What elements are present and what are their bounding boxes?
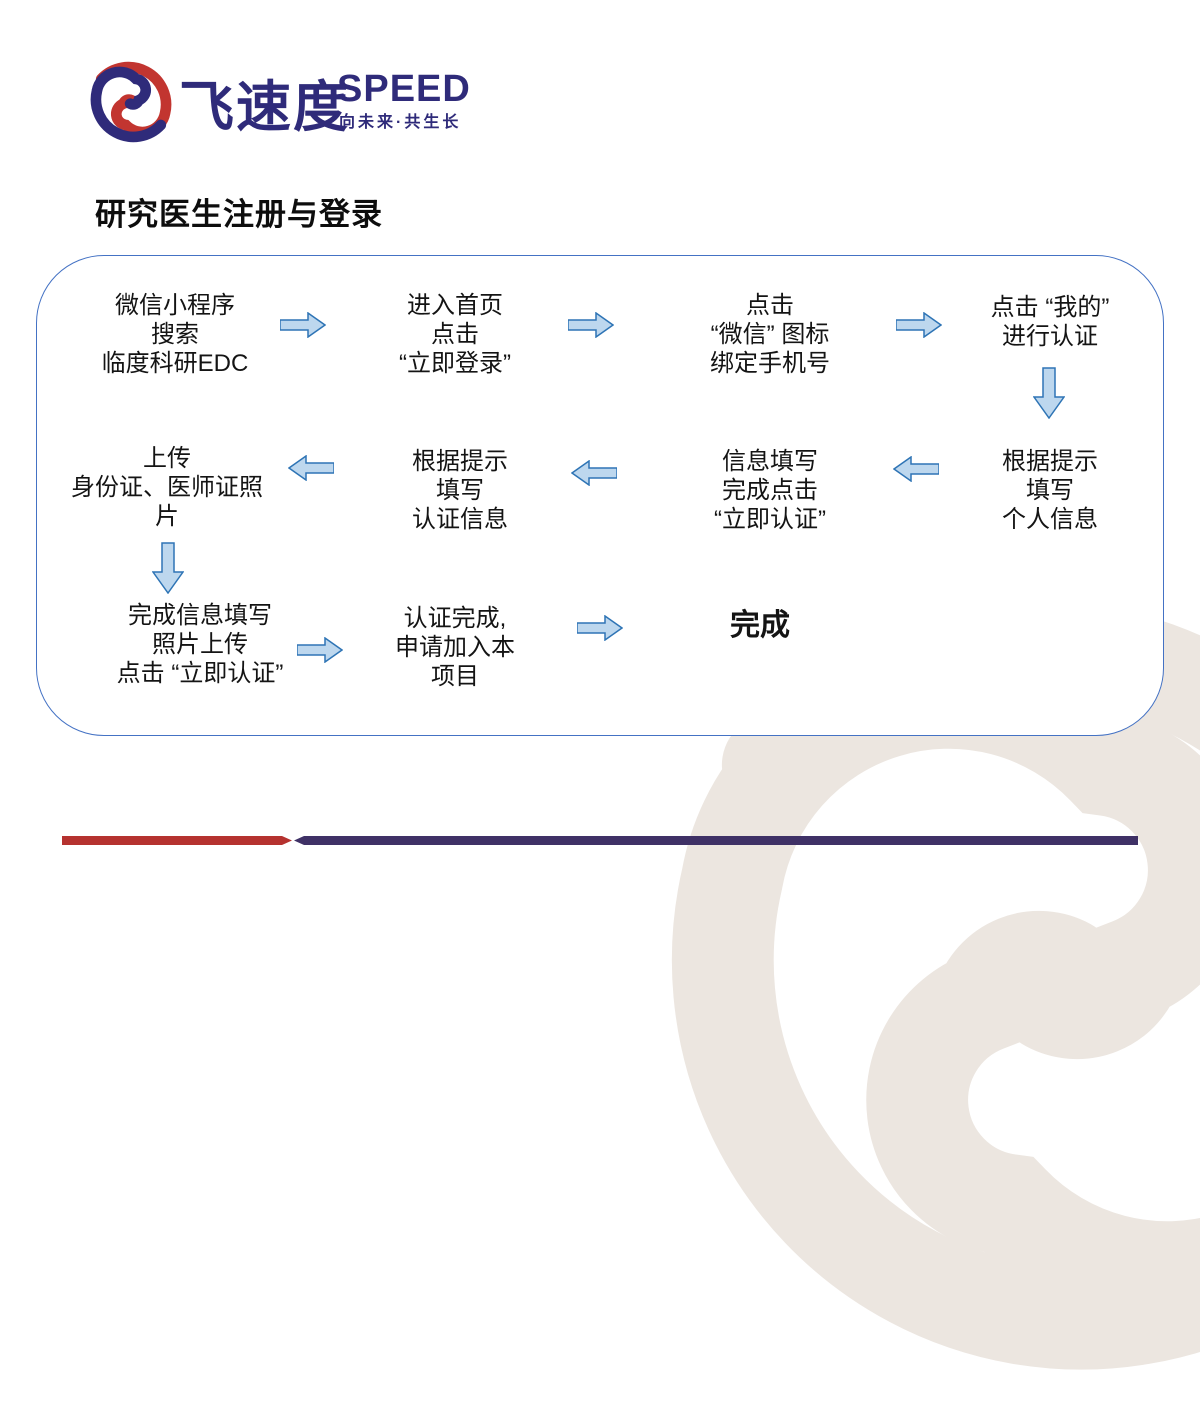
footer-bar-purple	[294, 836, 1138, 845]
flow-step-done: 完成	[730, 609, 790, 642]
flow-step-fill-verify-info: 根据提示 填写 认证信息	[412, 448, 508, 533]
arrow-right-icon	[568, 312, 614, 338]
flow-step-search-miniprogram: 微信小程序 搜索 临度科研EDC	[101, 292, 249, 377]
arrow-right-icon	[896, 312, 942, 338]
flow-step-finish-upload-click-verify: 完成信息填写 照片上传 点击 “立即认证”	[116, 602, 284, 687]
brand-swirl-icon	[90, 61, 172, 143]
arrow-right-icon	[297, 637, 343, 663]
flow-step-verify-done-apply-join: 认证完成, 申请加入本 项目	[395, 605, 515, 690]
brand-tagline: 向未来·共生长	[339, 114, 462, 131]
arrow-down-icon	[152, 542, 184, 594]
page-title: 研究医生注册与登录	[95, 196, 383, 232]
arrow-left-icon	[288, 455, 334, 481]
arrow-down-icon	[1033, 367, 1065, 419]
arrow-right-icon	[577, 615, 623, 641]
footer-bar-red	[62, 836, 292, 845]
arrow-left-icon	[571, 460, 617, 486]
flow-step-homepage-login: 进入首页 点击 “立即登录”	[399, 292, 511, 377]
flow-step-upload-id-photos: 上传 身份证、医师证照 片	[71, 445, 263, 530]
brand-name-cn: 飞速度	[179, 76, 351, 138]
flow-step-info-complete-verify-now: 信息填写 完成点击 “立即认证”	[714, 448, 826, 533]
flow-step-mine-verify: 点击 “我的” 进行认证	[990, 294, 1110, 350]
brand-name-en: SPEED	[337, 68, 471, 110]
flow-step-wechat-bind-phone: 点击 “微信” 图标 绑定手机号	[710, 292, 830, 377]
arrow-left-icon	[893, 456, 939, 482]
arrow-right-icon	[280, 312, 326, 338]
flow-step-fill-personal-info: 根据提示 填写 个人信息	[1002, 448, 1098, 533]
flowchart-container	[36, 255, 1164, 736]
